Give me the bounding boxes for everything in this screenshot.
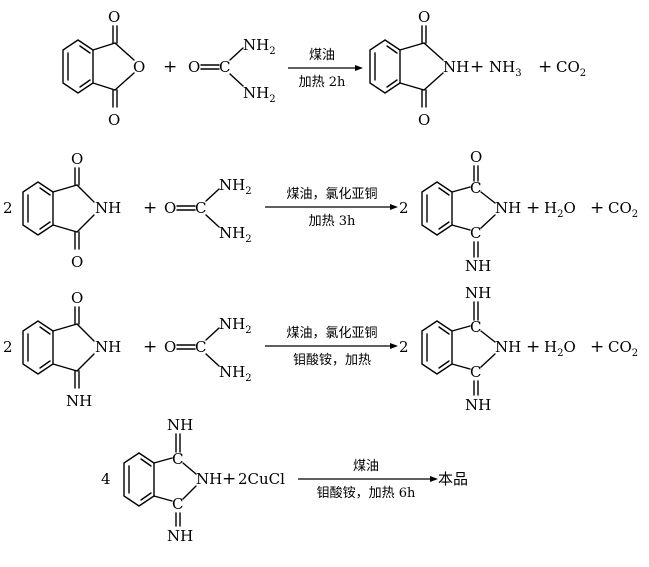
svg-text:+: + xyxy=(470,57,484,77)
product-o-bottom: O xyxy=(418,111,430,129)
svg-text:NH: NH xyxy=(465,257,491,275)
svg-text:C: C xyxy=(172,495,183,513)
svg-text:NH: NH xyxy=(95,199,121,217)
phthalimide-reactant: O NH O xyxy=(22,150,121,271)
svg-text:NH: NH xyxy=(66,392,92,410)
byproducts-2: + H2O + CO2 xyxy=(526,198,638,220)
svg-text:+: + xyxy=(590,337,604,357)
svg-text:O: O xyxy=(164,199,176,217)
svg-text:4: 4 xyxy=(101,470,111,488)
svg-text:+: + xyxy=(526,337,540,357)
cuprous-chloride: 2CuCl xyxy=(238,470,285,488)
reaction-2: 2 O NH O + O C NH2 NH2 xyxy=(3,148,638,275)
condition-above: 煤油，氯化亚铜 xyxy=(286,326,377,341)
product-o-top: O xyxy=(418,8,430,26)
final-product: 本品 xyxy=(438,470,468,488)
condition-below: 加热 3h xyxy=(309,214,356,229)
urea-o: O xyxy=(188,58,200,76)
reaction-4: 4 C C NH NH NH + 2CuCl 煤油 钼酸铵，加热 6h xyxy=(101,416,468,545)
reaction-arrow-4: 煤油 钼酸铵，加热 6h xyxy=(298,459,438,501)
carbon-dioxide: CO2 xyxy=(608,338,638,359)
urea-nh2-top: NH2 xyxy=(243,36,276,57)
byproducts-1: + NH3 + CO2 xyxy=(470,57,586,79)
ring-o: O xyxy=(133,58,145,76)
diiminoisoindoline-reactant: C C NH NH NH xyxy=(123,416,222,545)
svg-text:+: + xyxy=(222,469,236,489)
urea-c: C xyxy=(219,58,230,76)
svg-text:C: C xyxy=(195,338,206,356)
byproducts-3: + H2O + CO2 xyxy=(526,337,638,359)
svg-text:NH: NH xyxy=(95,338,121,356)
reaction-3: 2 O NH NH + O C NH2 NH2 xyxy=(3,284,638,414)
imino-isoindolinone: C C O NH NH xyxy=(421,148,521,275)
svg-text:C: C xyxy=(470,318,481,336)
carbon-dioxide: CO2 xyxy=(608,199,638,220)
svg-text:C: C xyxy=(195,199,206,217)
phthalimide: O NH O xyxy=(369,8,469,129)
svg-text:NH: NH xyxy=(167,527,193,545)
svg-text:O: O xyxy=(71,253,83,271)
water: H2O xyxy=(544,338,576,359)
svg-text:O: O xyxy=(470,148,482,166)
svg-text:C: C xyxy=(470,224,481,242)
svg-text:+: + xyxy=(143,198,157,218)
reaction-1: O O O + O C NH2 NH2 煤油 加热 2h xyxy=(62,8,586,129)
svg-text:NH: NH xyxy=(465,284,491,302)
diiminoisoindoline: C C NH NH NH xyxy=(421,284,521,414)
svg-text:+: + xyxy=(538,57,552,77)
svg-text:C: C xyxy=(470,179,481,197)
svg-text:2: 2 xyxy=(399,338,409,356)
plus-sign: + xyxy=(163,57,177,77)
carbonyl-o-top: O xyxy=(108,8,120,26)
urea-nh2-bottom: NH2 xyxy=(243,84,276,105)
condition-above: 煤油，氯化亚铜 xyxy=(286,187,377,202)
carbonyl-o-bottom: O xyxy=(108,111,120,129)
phthalic-anhydride: O O O xyxy=(62,8,145,129)
svg-text:NH: NH xyxy=(495,199,521,217)
svg-text:C: C xyxy=(470,363,481,381)
condition-above: 煤油 xyxy=(309,48,335,63)
svg-text:NH: NH xyxy=(196,470,222,488)
svg-text:NH2: NH2 xyxy=(219,315,252,336)
svg-text:+: + xyxy=(143,337,157,357)
svg-text:+: + xyxy=(526,198,540,218)
condition-above: 煤油 xyxy=(353,459,379,474)
urea: O C NH2 NH2 xyxy=(188,36,276,105)
svg-text:NH2: NH2 xyxy=(219,224,252,245)
svg-text:+: + xyxy=(590,198,604,218)
water: H2O xyxy=(544,199,576,220)
svg-text:2: 2 xyxy=(399,199,409,217)
svg-text:NH2: NH2 xyxy=(219,363,252,384)
svg-text:NH: NH xyxy=(465,396,491,414)
carbon-dioxide: CO2 xyxy=(556,58,586,79)
product-nh: NH xyxy=(443,58,469,76)
svg-text:NH: NH xyxy=(495,338,521,356)
svg-text:C: C xyxy=(172,450,183,468)
reaction-arrow-3: 煤油，氯化亚铜 钼酸铵，加热 xyxy=(265,326,398,368)
urea: O C NH2 NH2 xyxy=(164,176,252,245)
condition-below: 加热 2h xyxy=(299,75,346,90)
svg-text:NH: NH xyxy=(167,416,193,434)
ammonia: NH3 xyxy=(489,58,522,79)
svg-text:O: O xyxy=(164,338,176,356)
condition-below: 钼酸铵，加热 6h xyxy=(317,486,416,501)
imino-isoindolinone-reactant: O NH NH xyxy=(22,289,121,410)
urea: O C NH2 NH2 xyxy=(164,315,252,384)
coefficient: 2 xyxy=(3,199,13,217)
condition-below: 钼酸铵，加热 xyxy=(293,353,371,368)
reaction-arrow-1: 煤油 加热 2h xyxy=(288,48,363,90)
svg-text:O: O xyxy=(71,289,83,307)
svg-text:NH2: NH2 xyxy=(219,176,252,197)
svg-text:O: O xyxy=(71,150,83,168)
reaction-arrow-2: 煤油，氯化亚铜 加热 3h xyxy=(265,187,398,229)
svg-text:2: 2 xyxy=(3,338,13,356)
